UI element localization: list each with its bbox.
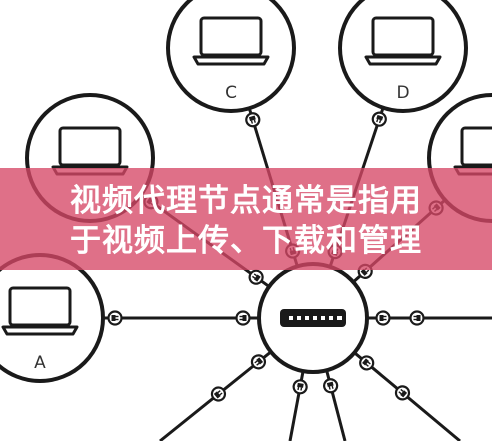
caption-line-1: 视频代理节点通常是指用: [70, 183, 422, 219]
network-plug-icon: [248, 269, 264, 285]
caption-band: [0, 168, 492, 270]
caption: 视频代理节点通常是指用 于视频上传、下载和管理: [0, 181, 492, 261]
laptop-icon: [364, 16, 442, 66]
network-plug-icon: [375, 310, 391, 326]
network-plug-icon: [210, 386, 227, 402]
hub-group: [257, 262, 369, 374]
laptop-icon: [1, 286, 79, 336]
node-label: A: [34, 353, 46, 373]
network-plug-icon: [250, 354, 267, 370]
network-plug-icon: [107, 310, 123, 326]
node-d: D: [338, 0, 468, 113]
network-plug-icon: [292, 379, 308, 395]
network-plug-icon: [371, 111, 387, 127]
network-plug-icon: [359, 355, 375, 371]
node-a: A: [0, 253, 105, 383]
node-label: C: [225, 83, 237, 103]
laptop-icon: [192, 16, 270, 66]
caption-line-2: 于视频上传、下载和管理: [70, 223, 422, 259]
network-plug-icon: [235, 310, 251, 326]
node-c: C: [166, 0, 296, 113]
network-plug-icon: [323, 378, 339, 394]
hub-node: [257, 262, 369, 374]
node-label: D: [396, 83, 409, 103]
network-switch-icon: [280, 309, 346, 327]
network-plug-icon: [409, 310, 425, 326]
network-plug-icon: [245, 112, 261, 128]
network-plug-icon: [394, 385, 411, 401]
